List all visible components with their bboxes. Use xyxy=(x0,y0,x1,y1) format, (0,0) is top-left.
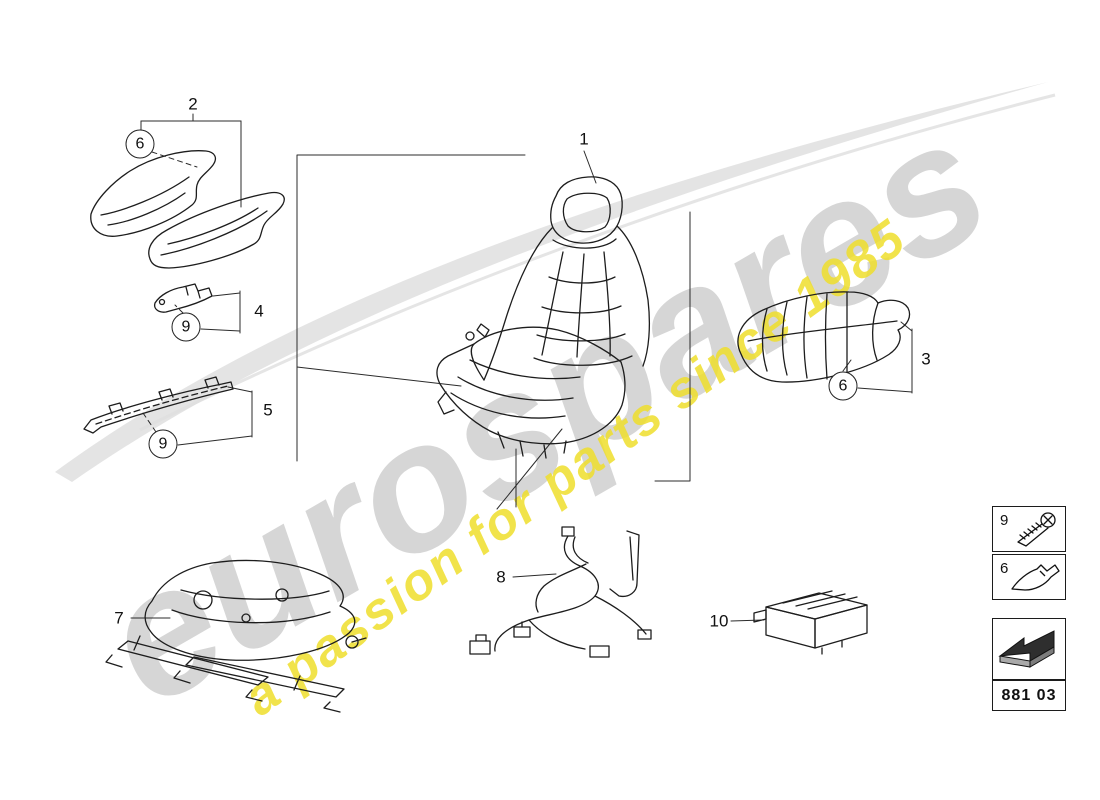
legend-item-clip[interactable]: 6 xyxy=(992,554,1066,600)
seat-assembly-drawing xyxy=(436,176,651,459)
callout-3[interactable]: 3 xyxy=(921,349,931,369)
seat-cushion-drawing xyxy=(737,291,911,383)
leader-lines xyxy=(130,113,913,622)
callout-8[interactable]: 8 xyxy=(496,567,506,587)
direction-arrow-box xyxy=(992,618,1066,680)
wiring-harness-drawing xyxy=(469,526,652,658)
direction-arrow-icon xyxy=(998,630,1055,668)
backrest-trim-drawing xyxy=(90,150,285,269)
dashed-leader-lines xyxy=(142,151,198,433)
callout-10[interactable]: 10 xyxy=(709,611,729,631)
callout-1[interactable]: 1 xyxy=(579,129,589,149)
seat-frame-drawing xyxy=(105,559,367,713)
callout-4[interactable]: 4 xyxy=(254,301,264,321)
callout-6-trim[interactable]: 6 xyxy=(125,129,155,159)
bracket-drawing xyxy=(153,283,213,313)
callout-9-rail[interactable]: 9 xyxy=(148,429,178,459)
rail-trim-drawing xyxy=(83,376,234,434)
screw-icon xyxy=(1017,512,1056,547)
callout-2[interactable]: 2 xyxy=(188,94,198,114)
callout-7[interactable]: 7 xyxy=(114,608,124,628)
legend-item-screw[interactable]: 9 xyxy=(992,506,1066,552)
part-group-code: 881 03 xyxy=(992,680,1066,711)
clip-icon xyxy=(1011,564,1060,591)
legend-clip-number: 6 xyxy=(1000,560,1009,577)
callout-9-bracket[interactable]: 9 xyxy=(171,312,201,342)
callout-5[interactable]: 5 xyxy=(263,400,273,420)
callout-6-cushion[interactable]: 6 xyxy=(828,371,858,401)
legend-screw-number: 9 xyxy=(1000,512,1009,529)
control-module-drawing xyxy=(753,590,868,655)
